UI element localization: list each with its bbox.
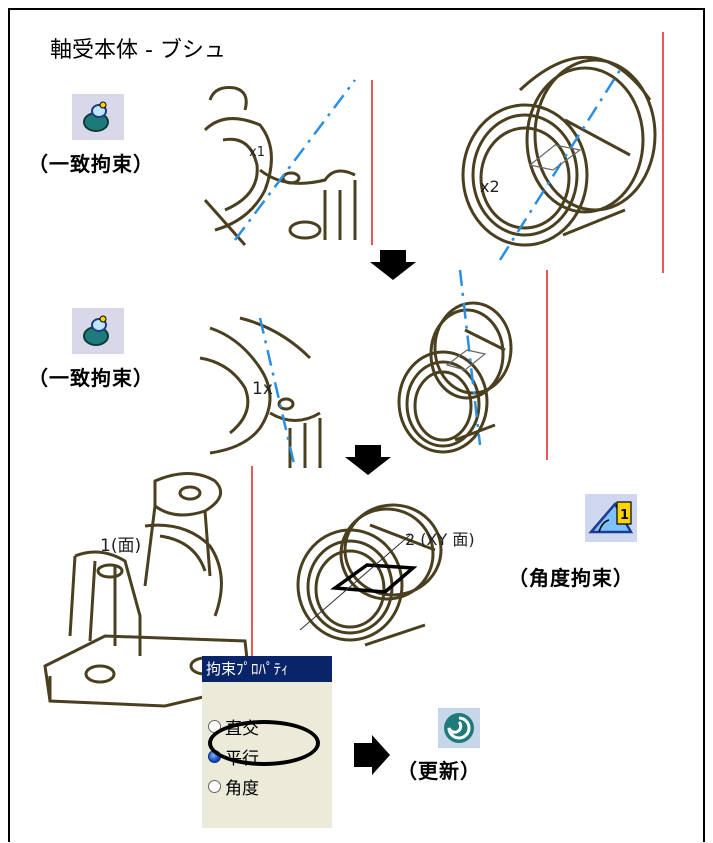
arrow-down-icon bbox=[345, 445, 391, 475]
label-xy-face-2: 2 (XY 面) bbox=[405, 530, 475, 549]
caption-update: （更新） bbox=[397, 759, 481, 783]
label-1x: 1x bbox=[252, 379, 273, 399]
angle-constraint-icon[interactable]: 1 bbox=[585, 494, 637, 542]
label-x2: x2 bbox=[480, 177, 500, 196]
bushing-drawing-3: 2 (XY 面) bbox=[296, 503, 475, 647]
caption-coincidence-1: （一致拘束） bbox=[28, 152, 154, 176]
arrow-down-icon bbox=[370, 250, 416, 280]
highlight-ellipse bbox=[208, 720, 320, 766]
caption-angle: （角度拘束） bbox=[508, 566, 634, 590]
svg-text:1: 1 bbox=[620, 508, 629, 523]
bearing-body-closeup-2: 1x bbox=[199, 316, 322, 469]
coincidence-constraint-icon[interactable] bbox=[72, 94, 124, 140]
dialog-title: 拘束ﾌﾟﾛﾊﾟﾃｨ bbox=[202, 656, 332, 682]
coincidence-constraint-icon[interactable] bbox=[72, 308, 124, 354]
label-x1: x1 bbox=[249, 145, 265, 160]
arrow-right-icon bbox=[354, 735, 390, 775]
page-title: 軸受本体 - ブシュ bbox=[50, 38, 226, 63]
option-angle[interactable]: 角度 bbox=[208, 774, 259, 799]
bearing-body-closeup-1: x1 bbox=[203, 79, 373, 246]
caption-coincidence-2: （一致拘束） bbox=[28, 366, 154, 390]
radio-angle[interactable] bbox=[208, 780, 221, 793]
label-face-1: 1(面) bbox=[100, 536, 141, 556]
bushing-drawing-2 bbox=[397, 269, 548, 460]
option-label: 角度 bbox=[225, 779, 259, 799]
bushing-drawing-1: x2 bbox=[461, 32, 664, 273]
update-icon[interactable] bbox=[438, 708, 480, 748]
